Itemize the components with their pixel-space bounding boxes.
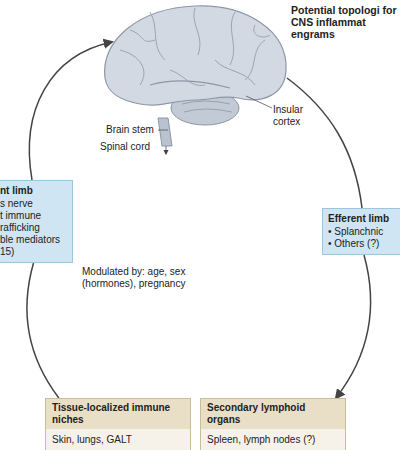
box-body: • Others (?) <box>328 238 400 250</box>
box-heading: Secondary lymphoid organs <box>201 399 345 429</box>
organ-box: Secondary lymphoid organsSpleen, lymph n… <box>200 398 346 450</box>
figure-heading: Potential topologi for CNS inflammat eng… <box>291 4 400 40</box>
organ-box: Tissue-localized immune nichesSkin, lung… <box>45 398 191 450</box>
box-body: • Splanchnic <box>328 226 400 238</box>
loop-arc <box>287 78 362 208</box>
box-body: s nerve <box>0 198 67 210</box>
box-heading: Tissue-localized immune niches <box>46 399 190 429</box>
box-body: ble mediators 15) <box>0 234 67 258</box>
leader-arrow <box>166 146 167 154</box>
limb-box: nt limbs nervet immune raffickingble med… <box>0 180 73 263</box>
box-heading: nt limb <box>0 185 67 197</box>
loop-connector <box>27 263 59 398</box>
box-heading: Efferent limb <box>328 213 400 225</box>
leader-line <box>158 130 168 131</box>
brain-illustration <box>105 6 286 146</box>
part-label: Brain stem <box>106 124 166 136</box>
loop-connector <box>336 255 371 398</box>
part-label: Insular cortex <box>273 104 333 128</box>
box-body: t immune rafficking <box>0 210 67 234</box>
loop-arc <box>29 42 112 180</box>
limb-box: Efferent limb• Splanchnic• Others (?) <box>322 208 400 255</box>
note-text: Modulated by: age, sex (hormones), pregn… <box>82 266 200 290</box>
leader-line <box>246 96 272 108</box>
part-label: Spinal cord <box>100 141 170 153</box>
box-body: Skin, lungs, GALT <box>46 429 190 450</box>
box-body: Spleen, lymph nodes (?) <box>201 429 345 450</box>
